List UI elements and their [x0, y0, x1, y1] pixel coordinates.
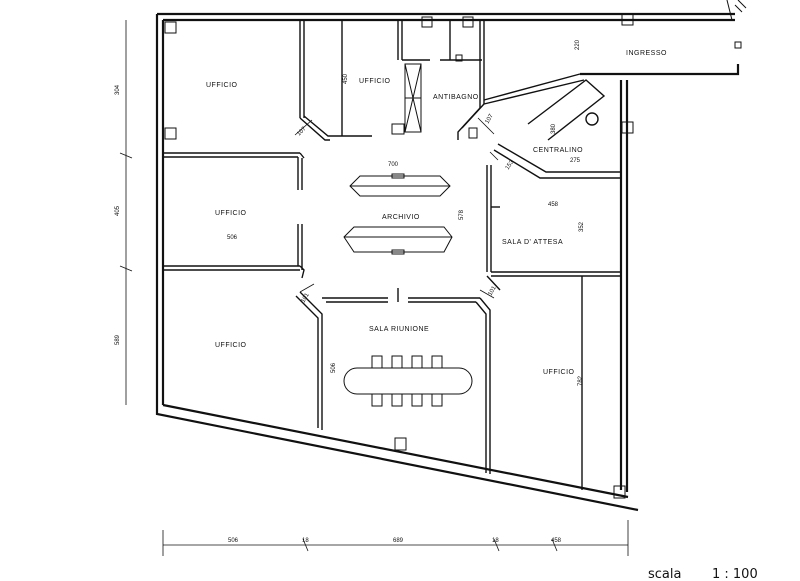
- room-label-archivio: ARCHIVIO: [382, 214, 420, 221]
- pillar: [394, 437, 407, 451]
- pillar: [164, 21, 177, 34]
- doors: [294, 117, 499, 299]
- dim-275: 275: [570, 158, 581, 164]
- archive-shelf: [343, 226, 453, 253]
- dim-352: 352: [579, 221, 585, 232]
- fixtures: [164, 13, 634, 499]
- room-label-ufficio-sw: UFFICIO: [215, 342, 247, 349]
- dim-left-589: 589: [115, 334, 121, 345]
- room-label-sala-attesa: SALA D' ATTESA: [502, 239, 563, 246]
- meeting-table: [343, 367, 473, 395]
- dim-782: 782: [578, 375, 584, 386]
- dim-101a: 101: [301, 292, 312, 304]
- dim-bottom-689: 689: [393, 538, 404, 544]
- pillar: [621, 121, 634, 134]
- dim-458-top: 458: [548, 202, 559, 208]
- room-label-ingresso: INGRESSO: [626, 50, 667, 57]
- dim-506-mid: 506: [227, 235, 238, 241]
- room-label-centralino: CENTRALINO: [533, 147, 583, 154]
- room-label-ufficio-n: UFFICIO: [359, 78, 391, 85]
- dim-450: 450: [343, 73, 349, 84]
- dim-700: 700: [388, 162, 399, 168]
- dim-578: 578: [459, 209, 465, 220]
- dim-bottom-506: 506: [228, 538, 239, 544]
- dimension-lines: [119, 20, 629, 556]
- outer-walls: [155, 12, 740, 512]
- room-label-antibagno: ANTIBAGNO: [433, 94, 479, 101]
- dim-107a: 107: [296, 126, 308, 138]
- dim-101b: 101: [488, 285, 499, 297]
- pillar: [621, 13, 634, 26]
- dim-380: 380: [551, 123, 557, 134]
- dim-bottom-18a: 18: [302, 538, 309, 544]
- scale-value: 1 : 100: [712, 567, 758, 581]
- centralino-chair-icon: [585, 112, 599, 126]
- dim-bottom-458: 458: [551, 538, 562, 544]
- interior-walls: [163, 20, 621, 490]
- wc-icon: [462, 16, 474, 28]
- right-edge-mark: [726, 0, 747, 49]
- dim-bottom-18b: 18: [492, 538, 499, 544]
- dim-left-405: 405: [115, 205, 121, 216]
- room-label-ufficio-se: UFFICIO: [543, 369, 575, 376]
- room-label-ufficio-w: UFFICIO: [215, 210, 247, 217]
- pillar: [164, 127, 177, 140]
- room-label-sala-riunione: SALA RIUNIONE: [369, 326, 429, 333]
- room-label-ufficio-nw: UFFICIO: [206, 82, 238, 89]
- dim-153: 153: [505, 159, 516, 171]
- dim-506-v: 506: [331, 362, 337, 373]
- dim-left-304: 304: [115, 84, 121, 95]
- scale-label: scala: [648, 567, 681, 581]
- wc-icon: [421, 16, 433, 28]
- dim-107b: 107: [485, 113, 496, 125]
- dim-220: 220: [575, 39, 581, 50]
- pillar: [613, 485, 626, 499]
